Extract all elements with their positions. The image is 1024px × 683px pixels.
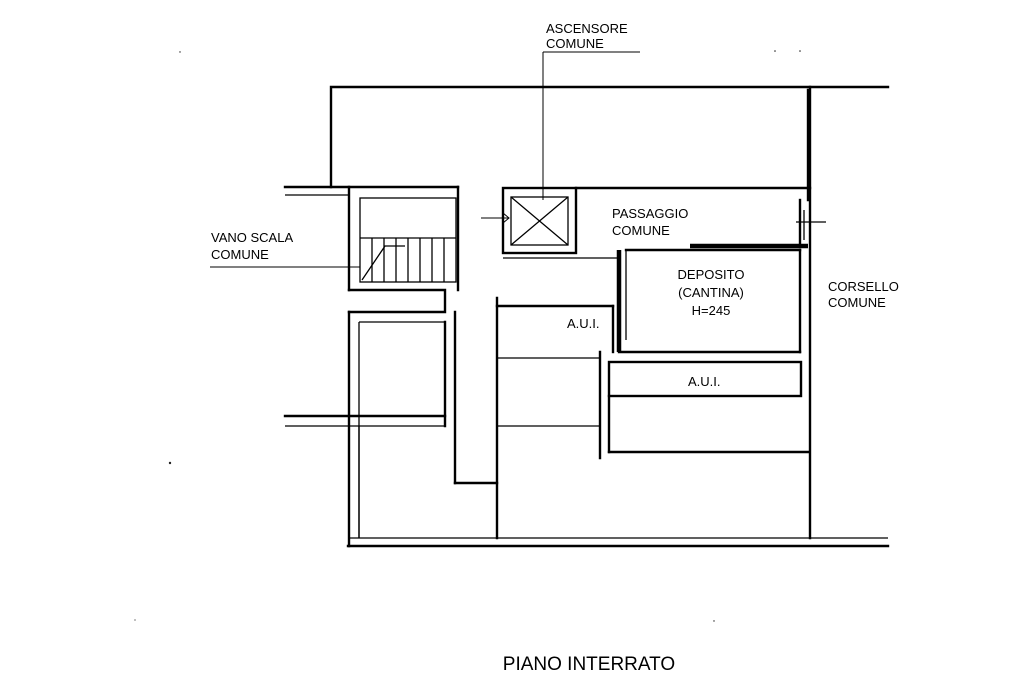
aui-left-room — [495, 304, 615, 460]
left-rooms — [283, 310, 447, 548]
scan-specks — [134, 50, 801, 622]
elevator-shaft — [481, 186, 578, 255]
storage-room — [616, 248, 802, 354]
driveway-label-line2: COMUNE — [828, 295, 886, 310]
storage-label-line2: (CANTINA) — [678, 285, 744, 300]
aui-right-room — [607, 360, 810, 454]
plan-title: PIANO INTERRATO — [503, 654, 675, 675]
storage-label-line3: H=245 — [692, 303, 731, 318]
common-passage — [503, 186, 826, 259]
stairwell-block — [283, 185, 460, 314]
stairwell-label-line1: VANO SCALA — [211, 230, 293, 245]
elevator-label-line2: COMUNE — [546, 36, 604, 51]
driveway-label-line1: CORSELLO — [828, 279, 899, 294]
outer-walls — [329, 85, 890, 548]
storage-label-line1: DEPOSITO — [678, 267, 745, 282]
elevator-label-line1: ASCENSORE — [546, 21, 628, 36]
passage-label-line1: PASSAGGIO — [612, 206, 688, 221]
aui-left-label: A.U.I. — [567, 316, 600, 331]
central-corridor — [453, 296, 499, 540]
stairwell-label-line2: COMUNE — [211, 247, 269, 262]
aui-right-label: A.U.I. — [688, 374, 721, 389]
passage-label-line2: COMUNE — [612, 223, 670, 238]
